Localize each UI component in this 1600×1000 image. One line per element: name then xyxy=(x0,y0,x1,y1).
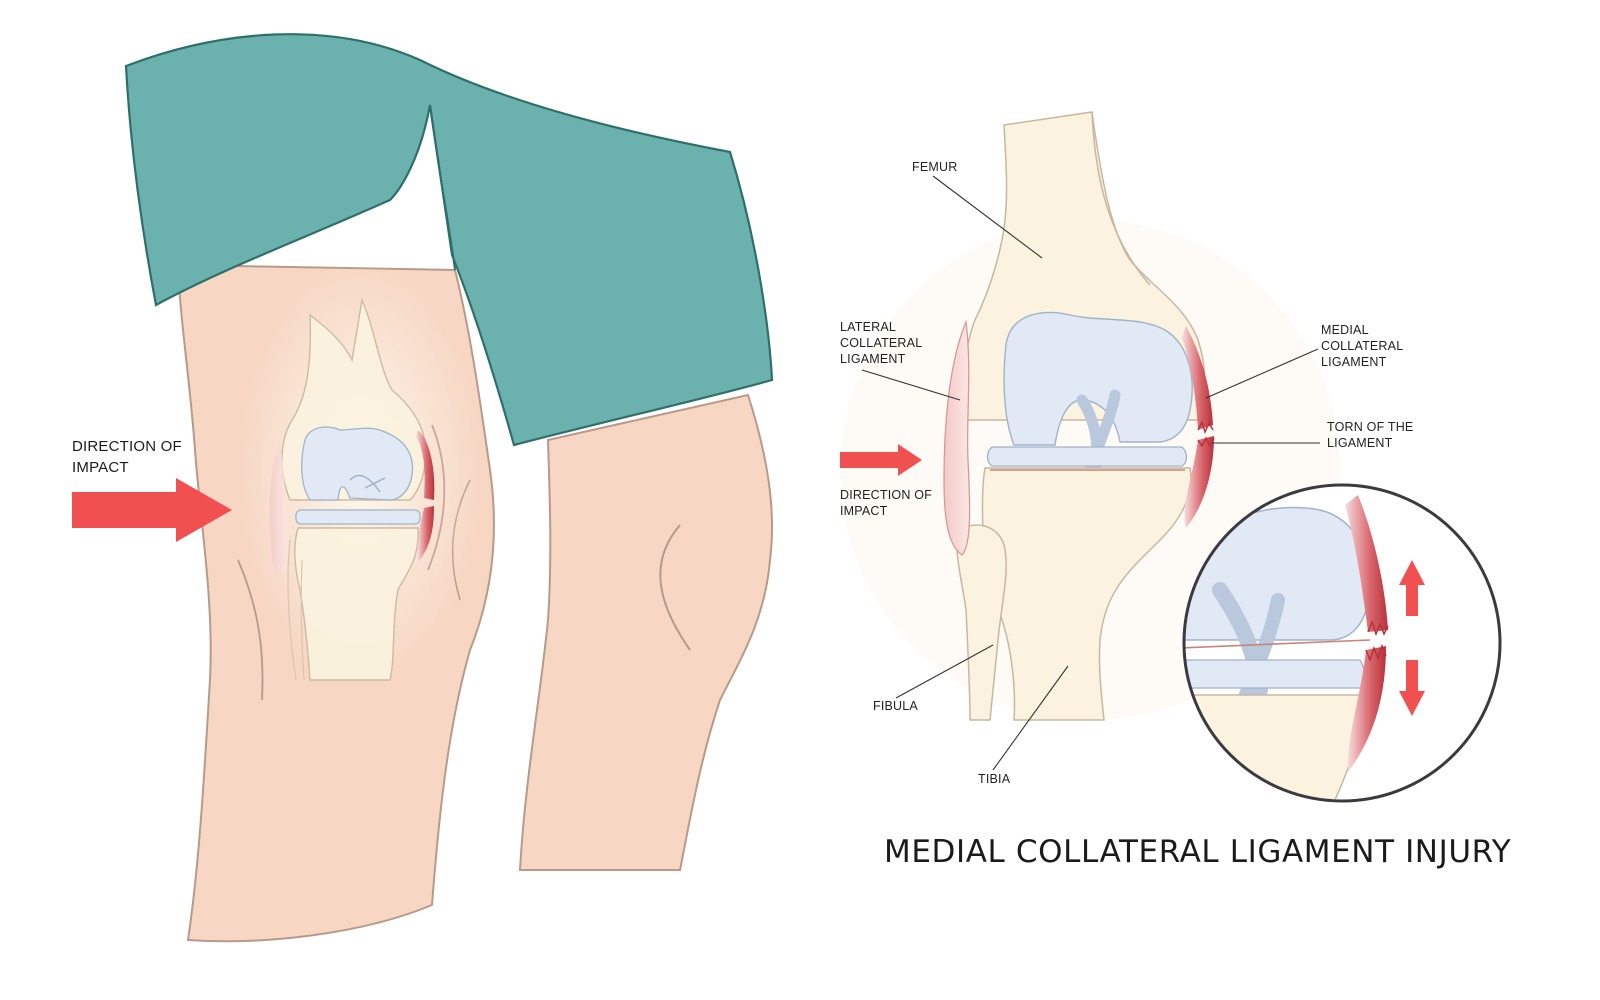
knee-anatomy-diagram xyxy=(840,111,1502,803)
diagram-title: MEDIAL COLLATERAL LIGAMENT INJURY xyxy=(884,834,1512,870)
left-leg-illustration xyxy=(72,33,774,943)
left-impact-label: DIRECTION OF IMPACT xyxy=(72,436,182,478)
tibia-label-text: TIBIA xyxy=(978,772,1011,786)
right-impact-arrow xyxy=(840,444,922,476)
lateral-ligament-label-line1: LATERAL xyxy=(840,320,897,334)
left-meniscus xyxy=(295,509,421,525)
fibula-bone xyxy=(956,524,1007,721)
femur-cartilage xyxy=(1003,311,1193,446)
right-leg xyxy=(518,393,774,871)
left-impact-label-line2: IMPACT xyxy=(72,459,129,476)
mcl-lower-part xyxy=(1184,436,1214,528)
lateral-ligament-label: LATERAL COLLATERAL LIGAMENT xyxy=(840,319,922,367)
zoom-mcl-upper xyxy=(1345,495,1388,632)
left-impact-arrow xyxy=(72,478,232,542)
torn-ligament-label-line2: LIGAMENT xyxy=(1327,436,1393,450)
lateral-ligament-label-line3: LIGAMENT xyxy=(840,352,906,366)
zoom-detail-circle xyxy=(1182,483,1502,803)
medial-ligament-label-line2: COLLATERAL xyxy=(1321,339,1404,353)
fibula-label: FIBULA xyxy=(873,698,918,714)
left-lateral-ligament xyxy=(269,440,288,576)
arrow-up-icon xyxy=(1399,560,1425,616)
left-knee-contour xyxy=(237,559,264,701)
left-knee-joint xyxy=(240,260,480,681)
left-mcl-upper xyxy=(416,430,435,500)
right-knee-contour xyxy=(659,524,691,651)
left-femur-cartilage xyxy=(301,426,414,501)
left-mcl-lower xyxy=(417,506,434,562)
arrow-down-icon xyxy=(1399,660,1425,716)
tibia-label: TIBIA xyxy=(978,771,1010,787)
torn-ligament-label: TORN OF THE LIGAMENT xyxy=(1327,419,1413,451)
fibula-label-text: FIBULA xyxy=(873,699,918,713)
medial-ligament-label-line1: MEDIAL xyxy=(1321,323,1369,337)
meniscus xyxy=(986,446,1188,467)
right-impact-label: DIRECTION OF IMPACT xyxy=(840,487,932,519)
lateral-collateral-ligament xyxy=(943,319,971,556)
femur-label: FEMUR xyxy=(912,159,957,175)
medial-ligament-label: MEDIAL COLLATERAL LIGAMENT xyxy=(1321,322,1403,370)
shorts-seam xyxy=(429,104,456,271)
zoom-mcl-lower xyxy=(1347,646,1386,772)
left-tibia xyxy=(293,527,419,681)
lateral-ligament-label-line2: COLLATERAL xyxy=(840,336,923,350)
medial-ligament-label-line3: LIGAMENT xyxy=(1321,355,1387,369)
left-impact-label-line1: DIRECTION OF xyxy=(72,438,182,455)
leader-lines xyxy=(861,175,1320,771)
right-impact-label-line2: IMPACT xyxy=(840,504,888,518)
mcl-upper-part xyxy=(1182,326,1213,430)
shorts xyxy=(124,33,774,447)
right-impact-label-line1: DIRECTION OF xyxy=(840,488,932,502)
femur-label-text: FEMUR xyxy=(912,160,958,174)
torn-ligament-label-line1: TORN OF THE xyxy=(1327,420,1414,434)
